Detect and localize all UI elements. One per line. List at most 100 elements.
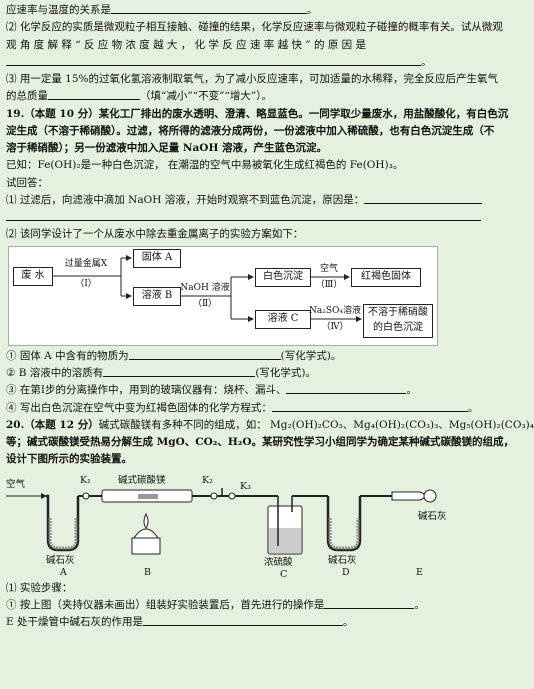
label-a: A <box>60 566 67 578</box>
q18-text: 应速率与温度的关系是 <box>6 4 111 16</box>
q19-stem-3: 溶于稀硝酸）；另一份滤液中加入足量 NaOH 溶液，产生蓝色沉淀。 <box>6 142 328 155</box>
waste-water-box: 废 水 <box>13 266 53 286</box>
q19-sub1: ⑴ 过滤后，向滤液中滴加 NaOH 溶液，开始时观察不到蓝色沉淀，原因是： <box>6 192 498 208</box>
q19-sub1-blank <box>6 209 498 225</box>
apparatus-diagram: 空气 K₁ 碱式碳酸镁 K₂ K₃ 碱石灰 浓硫酸 碱石灰 碱石灰 A B C … <box>6 470 498 580</box>
question-text: ① 固体 A 中含有的物质为 <box>6 349 129 362</box>
acid-label: 浓硫酸 <box>264 556 293 568</box>
question-text: (写化学式)。 <box>255 366 317 379</box>
k3-label: K₃ <box>240 480 251 492</box>
valve-k1-icon <box>82 492 90 500</box>
q19-a3: ③ 在第Ⅰ步的分离操作中，用到的玻璃仪器有：烧杯、漏斗、 。 <box>6 382 498 398</box>
q18-sub3-b: 的总质量 （填“减小”“不变”“增大”）。 <box>6 88 498 104</box>
q20-s1: ⑴ 实验步骤： <box>6 581 73 594</box>
question-text: ④ 写出白色沉淀在空气中变为红褐色固体的化学方程式： <box>6 401 272 414</box>
valve-k3-icon <box>228 492 236 500</box>
lime-e-label: 碱石灰 <box>418 510 447 522</box>
q19-sub2: ⑵ 该同学设计了一个从废水中除去重金属离子的实验方案如下： <box>6 228 304 241</box>
u-tube-a-lime <box>48 517 78 550</box>
u-tube-a <box>46 494 80 551</box>
answer-blank <box>6 55 421 66</box>
question-text: E 处干燥管中碱石灰的作用是 <box>6 616 144 629</box>
question-text: 。 <box>343 616 354 629</box>
insoluble-line-2: 的白色沉淀 <box>373 321 423 333</box>
u-tube-d <box>326 495 362 551</box>
white-precipitate-box: 白色沉淀 <box>255 267 311 287</box>
answer-blank <box>143 615 344 627</box>
q19-ask: 试回答： <box>6 176 48 189</box>
question-text: ① 按上图（夹持仪器未画出）组装好实验装置后，首先进行的操作是 <box>6 598 325 611</box>
q19-a4: ④ 写出白色沉淀在空气中变为红褐色固体的化学方程式：。 <box>6 400 498 416</box>
flame-icon <box>143 512 149 529</box>
q19-stem-1: 19.（本题 10 分）某化工厂排出的废水透明、澄清、略显蓝色。一同学取少量废水… <box>6 106 508 122</box>
answer-blank <box>111 3 307 14</box>
q18-sub3-a: ⑶ 用一定量 15%的过氧化氢溶液制取氧气，为了减小反应速率，可加适量的水稀释，… <box>6 73 499 86</box>
alcohol-lamp-icon <box>133 528 159 539</box>
question-text: ② B 溶液中的溶质有 <box>6 366 104 379</box>
solid-a-box: 固体 A <box>133 248 181 268</box>
na2so4-label: Na₂SO₄溶液 <box>309 305 362 316</box>
answer-blank <box>271 401 468 412</box>
sample-label: 碱式碳酸镁 <box>118 474 166 486</box>
question-text: ③ 在第Ⅰ步的分离操作中，用到的玻璃仪器有：烧杯、漏斗、 <box>6 384 287 397</box>
answer-blank <box>286 383 407 395</box>
question-text: 某化工厂排出的废水透明、澄清、略显蓝色。一同学取少量废水，用盐酸酸化，有白色沉 <box>98 107 509 120</box>
answer-blank <box>128 349 281 360</box>
step-3-label: （Ⅲ） <box>315 279 343 290</box>
flow-diagram: 废 水 过量金属X （Ⅰ） 固体 A 溶液 B NaOH 溶液 （Ⅱ） 白色沉淀… <box>8 245 438 346</box>
q20-steps: ⑴ 实验步骤： ① 按上图（夹持仪器未画出）组装好实验装置后，首先进行的操作是。… <box>6 580 498 631</box>
q19-a2: ② B 溶液中的溶质有 (写化学式)。 <box>6 365 498 381</box>
label-c: C <box>280 568 288 580</box>
question-score: （本题 12 分） <box>24 418 99 431</box>
worksheet-page: 应速率与温度的关系是。 ⑵ 化学反应的实质是微观粒子相互接触、碰撞的结果，化学反… <box>6 2 534 631</box>
insoluble-precipitate-box: 不溶于稀硝酸 的白色沉淀 <box>363 303 433 338</box>
q18-sub2-a: ⑵ 化学反应的实质是微观粒子相互接触、碰撞的结果，化学反应速率与微观粒子碰撞的概… <box>6 21 503 34</box>
answer-blank <box>324 598 415 609</box>
question-text: 。 <box>414 598 425 611</box>
step-1-label: （Ⅰ） <box>75 278 97 289</box>
q19-stem-2: 淀生成（不溶于稀硝酸）。过滤，将所得的滤液分成两份，一份滤液中加入稀硫酸，也有白… <box>6 124 495 137</box>
label-b: B <box>144 566 151 578</box>
q20-stem-3: 设计下图所示的实验装置。 <box>6 453 132 466</box>
k2-label: K₂ <box>202 474 213 486</box>
q18-sub2-blank: 。 <box>6 54 498 70</box>
q18-sub2-b: 观 角 度 解 释 “ 反 应 物 浓 度 越 大 ， 化 学 反 应 速 率 … <box>6 38 367 51</box>
flow-arrows <box>51 254 362 322</box>
solution-c-box: 溶液 C <box>255 309 311 329</box>
q18-text: 的总质量 <box>6 90 48 103</box>
question-text: ⑴ 过滤后，向滤液中滴加 NaOH 溶液，开始时观察不到蓝色沉淀，原因是： <box>6 193 365 206</box>
q20-stem-2: 等；碱式碳酸镁受热易分解生成 MgO、CO₂、H₂O。某研究性学习小组同学为确定… <box>6 436 515 449</box>
q18-text: 。 <box>307 4 318 16</box>
answer-blank <box>48 89 140 101</box>
sulfuric-acid-liquid <box>269 527 301 553</box>
metal-x-label: 过量金属X <box>64 258 108 269</box>
solution-b-box: 溶液 B <box>133 286 181 306</box>
drying-bulb <box>423 489 437 503</box>
question-number: 20. <box>6 418 25 431</box>
sample-powder <box>138 493 158 499</box>
lime-a-label: 碱石灰 <box>46 554 75 566</box>
question-text: 碱式碳酸镁有多种不同的组成，如： Mg₂(OH)₂CO₃、Mg₄(OH)₂(CO… <box>98 418 534 431</box>
label-d: D <box>342 566 350 578</box>
step-4-label: （Ⅳ） <box>321 321 349 332</box>
apparatus-drawing <box>6 487 437 555</box>
step-2-label: （Ⅱ） <box>192 298 218 309</box>
lamp-base <box>131 537 161 555</box>
air-label: 空气 <box>6 478 26 490</box>
answer-blank <box>103 366 256 377</box>
question-score: （本题 10 分） <box>24 107 99 120</box>
q20-s2: ① 按上图（夹持仪器未画出）组装好实验装置后，首先进行的操作是 。 <box>6 597 498 613</box>
valve-k2-icon <box>210 492 218 500</box>
q18-line1: 应速率与温度的关系是 。 <box>6 2 498 18</box>
u-tube-d-lime <box>328 517 360 550</box>
answer-blank <box>6 210 481 222</box>
air-label: 空气 <box>319 263 338 274</box>
k1-label: K₁ <box>80 474 91 486</box>
label-e: E <box>416 566 423 578</box>
q18-text: （填“减小”“不变”“增大”）。 <box>140 90 272 103</box>
question-text: 。 <box>406 384 417 397</box>
question-text: (写化学式)。 <box>280 349 342 362</box>
red-brown-solid-box: 红褐色固体 <box>351 267 421 287</box>
q20-stem-1: 20.（本题 12 分）碱式碳酸镁有多种不同的组成，如： Mg₂(OH)₂CO₃… <box>6 417 534 433</box>
q20-s3: E 处干燥管中碱石灰的作用是 。 <box>6 614 498 630</box>
